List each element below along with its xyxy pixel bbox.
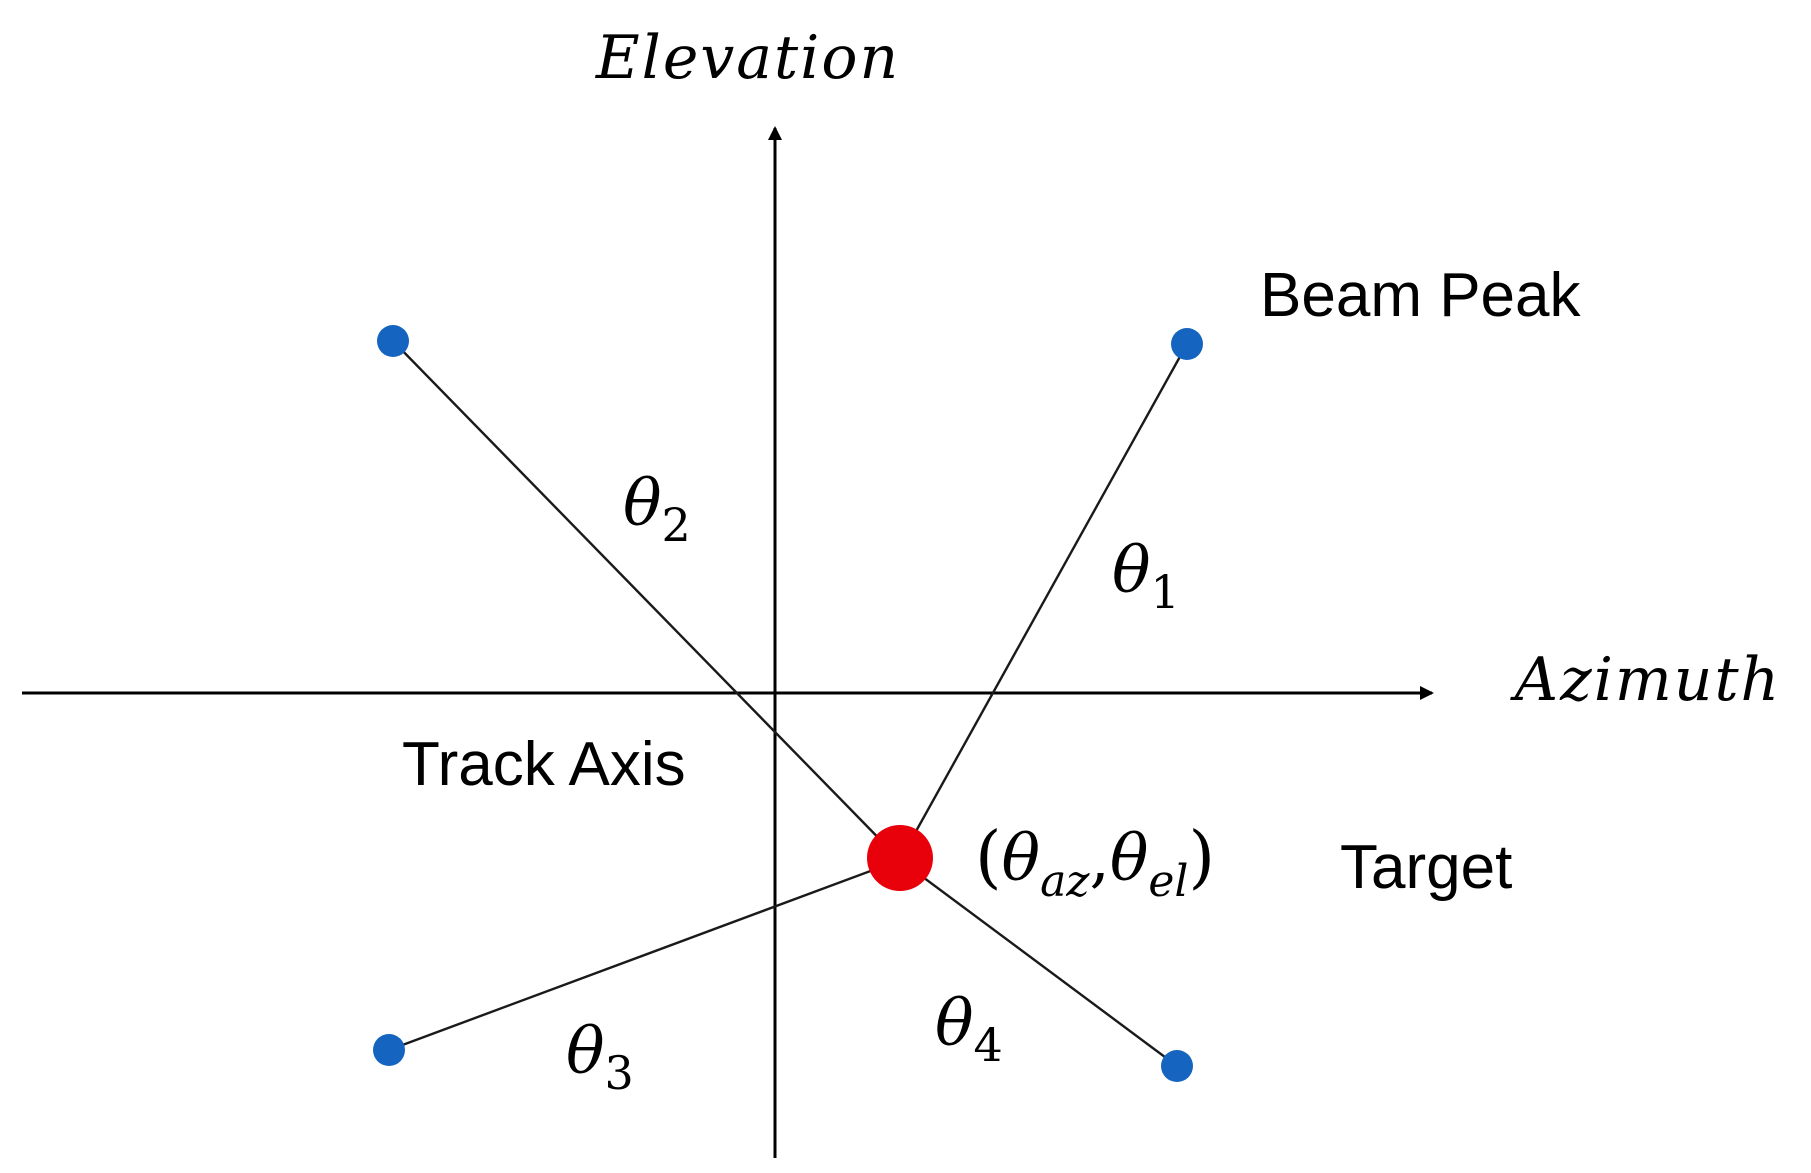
track-axis-label: Track Axis: [402, 730, 686, 799]
angle-label-theta-1: θ1: [1112, 534, 1180, 619]
beam-peak-point-3: [373, 1034, 405, 1066]
angle-label-theta-4: θ4: [935, 987, 1003, 1072]
line-to-beam-peak-3: [388, 858, 901, 1052]
elevation-axis-label: Elevation: [595, 23, 900, 93]
line-to-beam-peak-2: [392, 340, 901, 861]
beam-peak-point-4: [1161, 1050, 1193, 1082]
target-label: Target: [1340, 833, 1512, 902]
beam-peak-point-2: [377, 325, 409, 357]
line-to-beam-peak-4: [899, 859, 1178, 1067]
angle-label-theta-3: θ3: [566, 1015, 634, 1100]
azimuth-axis-label: Azimuth: [1510, 645, 1781, 715]
line-to-beam-peak-1: [898, 343, 1189, 861]
angle-label-theta-2: θ2: [623, 467, 691, 552]
target-point: [867, 825, 933, 891]
target-coordinate-label: (θaz,θel): [975, 818, 1215, 907]
beam-peak-point-1: [1171, 328, 1203, 360]
beam-peak-label: Beam Peak: [1260, 261, 1582, 330]
